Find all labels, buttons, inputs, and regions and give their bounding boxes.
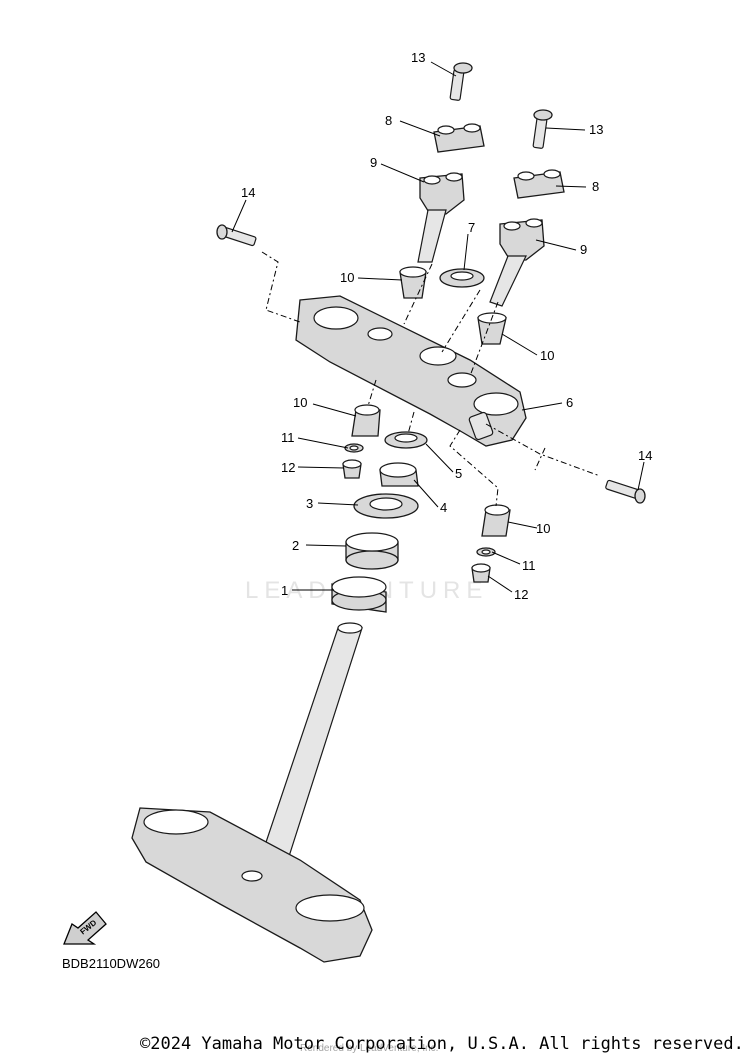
washer-11-right[interactable] (476, 547, 496, 557)
callout-5: 5 (455, 466, 462, 481)
callout-2: 2 (292, 538, 299, 553)
callout-6: 6 (566, 395, 573, 410)
callout-10: 10 (536, 521, 550, 536)
handlebar-upper-holder-right[interactable] (513, 169, 565, 199)
assembly-lines (261, 251, 601, 507)
callout-11: 11 (522, 558, 536, 573)
callout-12: 12 (281, 460, 295, 475)
washer-7[interactable] (439, 268, 485, 288)
ring-nut-4[interactable] (379, 462, 419, 487)
fwd-arrow-icon: FWD (63, 911, 107, 945)
callout-9: 9 (370, 155, 377, 170)
upper-bracket-6[interactable] (295, 295, 527, 447)
washer-11-left[interactable] (344, 443, 364, 453)
copyright-notice: ©2024 Yamaha Motor Corporation, U.S.A. A… (140, 1034, 744, 1054)
damper-10-d[interactable] (481, 504, 511, 537)
callout-10: 10 (340, 270, 354, 285)
rendered-by-note: Rendered by LeadVenture, Inc. (300, 1043, 439, 1054)
diagram-code: BDB2110DW260 (62, 956, 161, 971)
damper-10-c[interactable] (351, 404, 381, 437)
under-bracket-steering-stem[interactable] (131, 622, 373, 963)
bolt-13-left[interactable] (449, 62, 473, 101)
handlebar-upper-holder-left[interactable] (433, 123, 485, 153)
callout-13: 13 (589, 122, 603, 137)
pinch-bolt-14-right[interactable] (605, 479, 646, 504)
nut-12-left[interactable] (342, 459, 362, 479)
callout-8: 8 (592, 179, 599, 194)
bolt-13-right[interactable] (532, 109, 553, 149)
callout-11: 11 (281, 430, 295, 445)
leader-lines (231, 61, 645, 593)
pinch-bolt-14-left[interactable] (216, 224, 257, 247)
callout-12: 12 (514, 587, 528, 602)
callout-4: 4 (440, 500, 447, 515)
handlebar-lower-holder-left[interactable] (417, 172, 465, 263)
callout-14: 14 (241, 185, 255, 200)
callout-8: 8 (385, 113, 392, 128)
callout-14: 14 (638, 448, 652, 463)
callout-7: 7 (468, 220, 475, 235)
handlebar-lower-holder-right[interactable] (489, 218, 545, 307)
callout-13: 13 (411, 50, 425, 65)
nut-12-right[interactable] (471, 563, 491, 583)
bearing-2[interactable] (345, 532, 399, 570)
dust-seal-3[interactable] (353, 493, 419, 519)
bearing-1[interactable] (331, 576, 387, 613)
parts-diagram: LEADVENTURE (63, 50, 652, 963)
callout-3: 3 (306, 496, 313, 511)
damper-10-a[interactable] (399, 266, 427, 299)
callout-10: 10 (293, 395, 307, 410)
callout-10: 10 (540, 348, 554, 363)
callouts: 13 13 8 8 9 9 14 14 7 10 10 10 10 6 11 1… (241, 50, 652, 602)
washer-5[interactable] (384, 431, 428, 449)
callout-1: 1 (281, 583, 288, 598)
callout-9: 9 (580, 242, 587, 257)
